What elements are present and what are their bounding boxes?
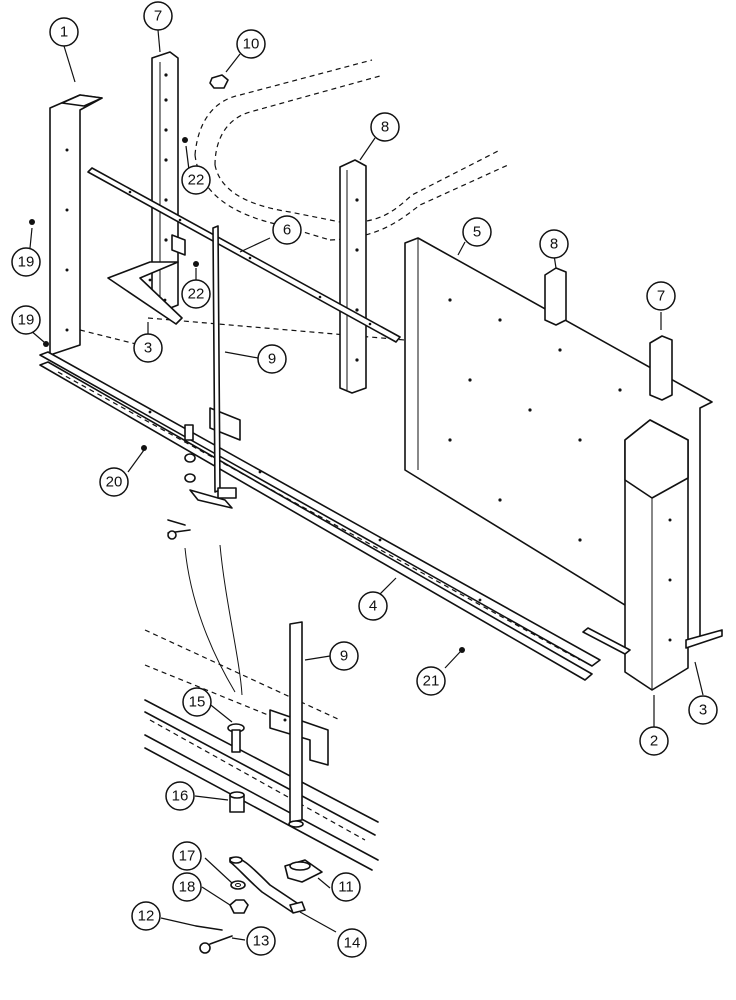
callout-17: 17 <box>172 841 202 871</box>
callout-19-top: 19 <box>11 247 41 277</box>
callout-3-top: 3 <box>133 333 163 363</box>
part-8-middle-channel <box>339 159 367 394</box>
svg-text:6: 6 <box>283 222 291 239</box>
part-2-right-post <box>624 419 689 691</box>
svg-text:10: 10 <box>243 36 260 53</box>
detail-view <box>144 629 379 871</box>
callout-18: 18 <box>172 872 202 902</box>
callout-4: 4 <box>358 591 388 621</box>
part-9-rod-lower <box>288 621 304 828</box>
svg-text:5: 5 <box>473 224 481 241</box>
callout-16: 16 <box>165 781 195 811</box>
svg-text:12: 12 <box>138 908 155 925</box>
svg-text:13: 13 <box>253 933 270 950</box>
callout-8-top: 8 <box>370 112 400 142</box>
svg-text:2: 2 <box>650 733 658 750</box>
callout-15: 15 <box>182 687 212 717</box>
callout-3-bottom: 3 <box>688 695 718 725</box>
callout-12: 12 <box>131 901 161 931</box>
svg-text:19: 19 <box>18 312 35 329</box>
part-17-washer <box>230 880 246 890</box>
callout-21: 21 <box>416 666 446 696</box>
svg-text:22: 22 <box>188 286 205 303</box>
leader-lines <box>29 29 704 941</box>
svg-text:19: 19 <box>18 254 35 271</box>
detail-transfer-lines <box>184 544 243 696</box>
svg-text:3: 3 <box>699 702 707 719</box>
callout-14: 14 <box>337 928 367 958</box>
svg-text:3: 3 <box>144 340 152 357</box>
part-14-strap <box>229 856 306 914</box>
callout-11: 11 <box>331 872 361 902</box>
part-7-right-channel <box>649 335 673 401</box>
svg-text:9: 9 <box>340 648 348 665</box>
callout-20: 20 <box>99 467 129 497</box>
callout-9-top: 9 <box>257 344 287 374</box>
callout-7-top: 7 <box>143 1 173 31</box>
svg-text:20: 20 <box>106 474 123 491</box>
callout-8-right: 8 <box>539 229 569 259</box>
part-10-nut <box>209 74 229 89</box>
svg-text:16: 16 <box>172 788 189 805</box>
callout-2: 2 <box>639 726 669 756</box>
callout-9-detail: 9 <box>329 641 359 671</box>
svg-text:8: 8 <box>381 119 389 136</box>
part-18-nut <box>229 899 249 914</box>
callout-6: 6 <box>272 215 302 245</box>
svg-text:15: 15 <box>189 694 206 711</box>
callout-19-low: 19 <box>11 305 41 335</box>
svg-text:7: 7 <box>657 288 665 305</box>
svg-text:17: 17 <box>179 848 196 865</box>
part-15-bolt <box>227 723 245 753</box>
fastener-dots <box>29 137 465 653</box>
svg-text:7: 7 <box>154 8 162 25</box>
part-4-long-rail <box>39 351 601 681</box>
callout-10: 10 <box>236 29 266 59</box>
callout-5: 5 <box>462 217 492 247</box>
svg-text:8: 8 <box>550 236 558 253</box>
svg-text:18: 18 <box>179 879 196 896</box>
callout-1: 1 <box>49 17 79 47</box>
callout-7-right: 7 <box>646 281 676 311</box>
part-3-upper-angle <box>107 261 183 325</box>
callout-22-mid: 22 <box>181 279 211 309</box>
part-8-right-channel <box>544 267 567 326</box>
part-12-pin <box>195 925 223 931</box>
part-16-spacer <box>229 791 245 813</box>
callout-13: 13 <box>246 926 276 956</box>
svg-text:1: 1 <box>60 24 68 41</box>
part-6-cross-bar <box>87 167 401 343</box>
svg-text:9: 9 <box>268 351 276 368</box>
upper-hardware-group <box>167 424 237 540</box>
part-3-lower-angle <box>582 627 723 655</box>
part-1-left-bracket <box>49 94 103 356</box>
svg-text:21: 21 <box>423 673 440 690</box>
svg-text:14: 14 <box>344 935 361 952</box>
svg-text:4: 4 <box>369 598 377 615</box>
part-9-rod-upper <box>212 225 221 493</box>
callout-22-top: 22 <box>181 165 211 195</box>
part-13-clip <box>199 935 233 954</box>
part-11-pad <box>284 859 323 883</box>
part-7-left-channel <box>151 51 186 313</box>
svg-text:22: 22 <box>188 172 205 189</box>
svg-text:11: 11 <box>338 879 354 896</box>
